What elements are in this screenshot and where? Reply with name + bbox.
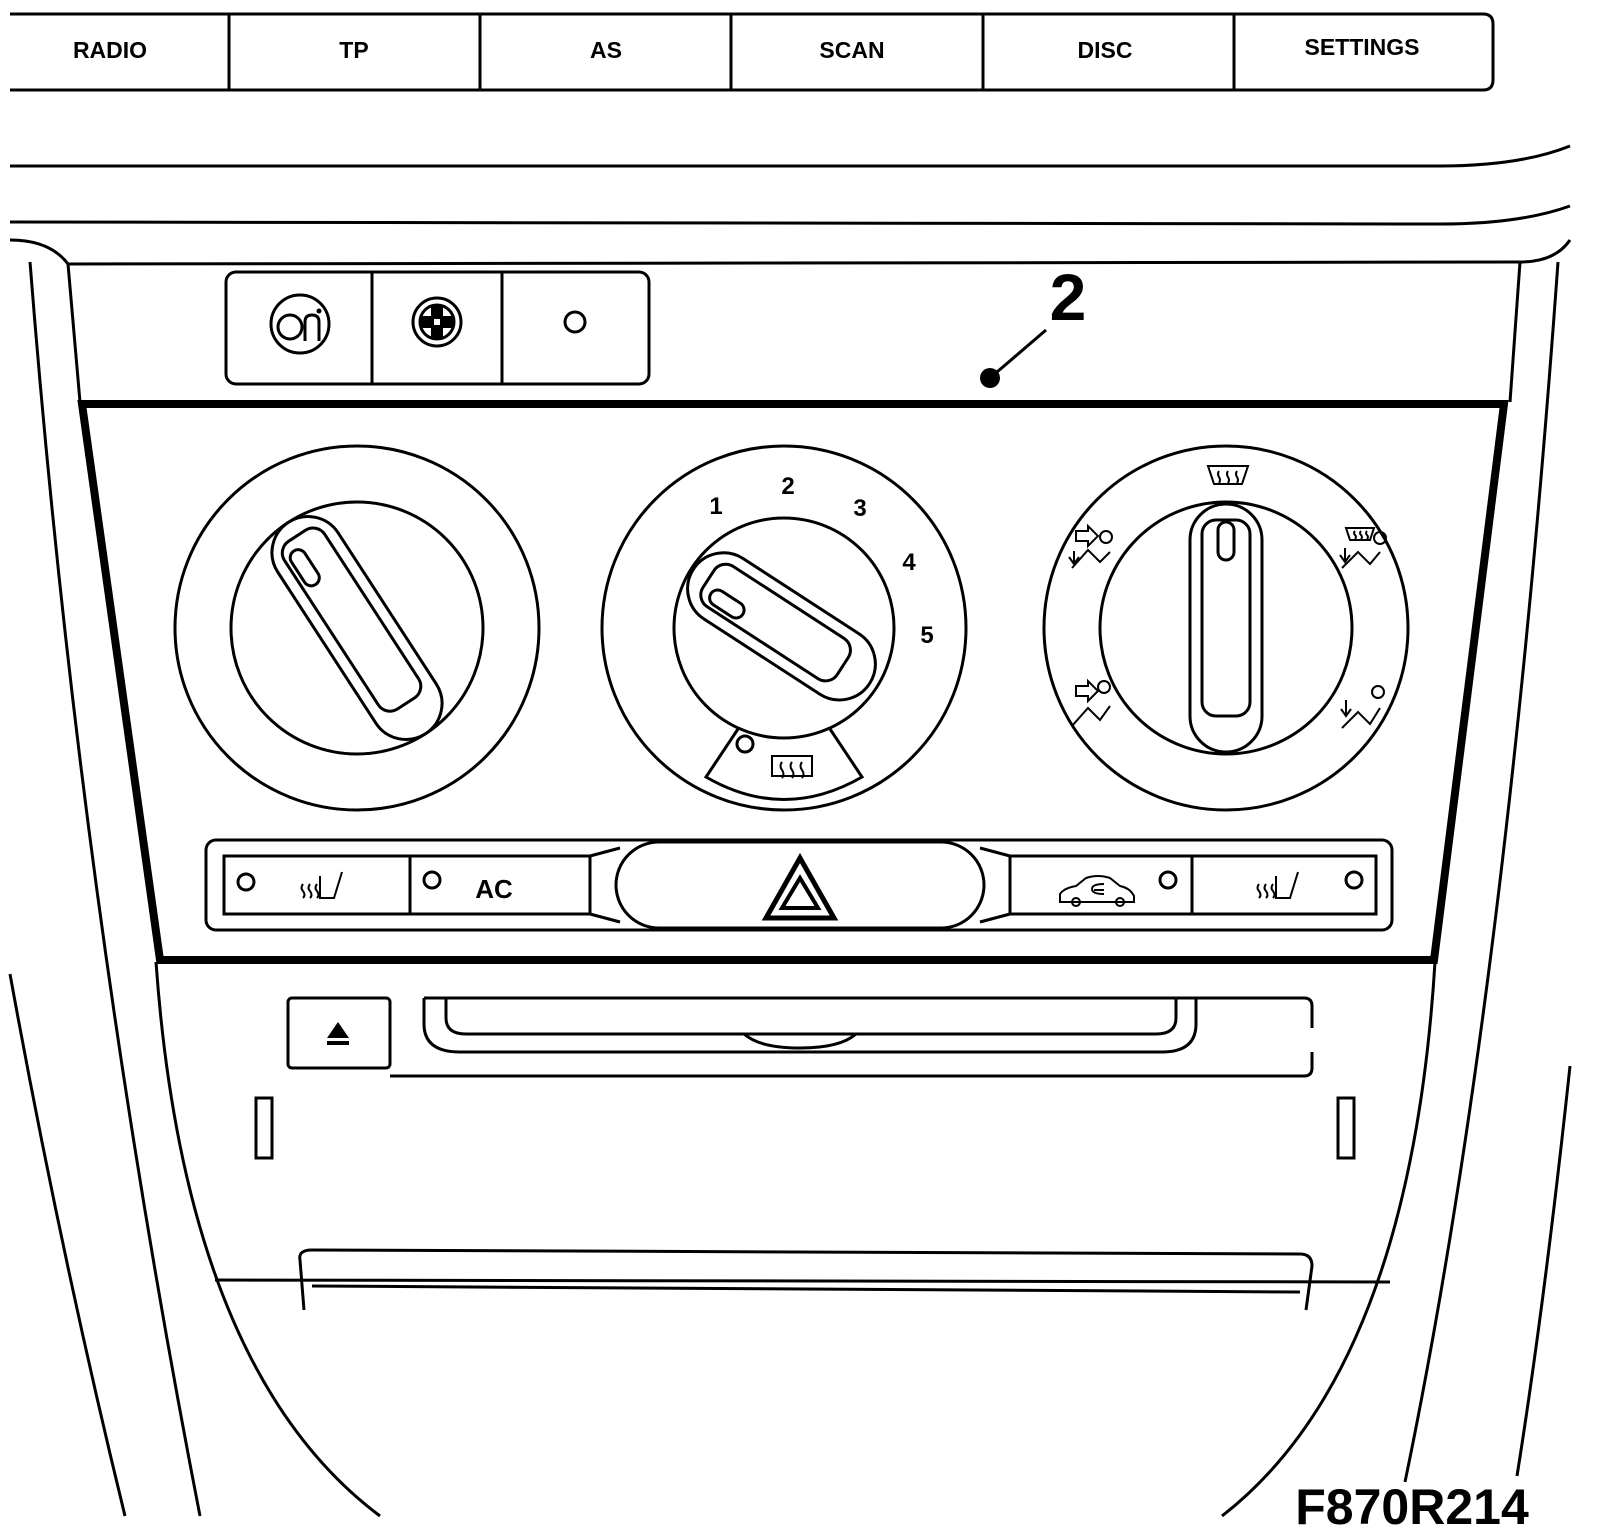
disc-button[interactable]: DISC [983,14,1234,90]
storage-tray [214,1248,1391,1311]
fan-speed-5: 5 [920,622,933,649]
fan-speed-knob[interactable]: 1 2 3 4 5 [600,444,968,812]
tp-button[interactable]: TP [229,14,480,90]
recirculation-icon [1059,875,1135,907]
seat-heater-left-button[interactable] [224,856,410,914]
seat-heater-left-icon [300,871,343,899]
callout-2: 2 [980,260,1086,388]
body-vent-icon [1071,678,1111,727]
disc-slot-area [286,996,1314,1078]
face-vent-icon [1068,523,1113,569]
scan-button[interactable]: SCAN [731,14,983,90]
eject-button[interactable] [286,996,392,1070]
assist-cross-icon [411,296,463,348]
bottom-button-strip: AC [204,838,1394,932]
tp-button-label: TP [339,37,368,63]
floor-vent-icon [1340,685,1385,729]
callout-number: 2 [1050,260,1087,334]
hazard-warning-icon [761,852,839,921]
fan-speed-1: 1 [709,493,722,520]
ac-button[interactable]: AC [410,856,590,914]
settings-button-label: SETTINGS [1304,34,1419,60]
windshield-defrost-icon [1206,465,1250,485]
onstar-button[interactable] [226,272,372,384]
indicator-led-icon [563,310,587,334]
small-button-cluster [224,270,651,386]
dashboard-outline [8,144,1572,1518]
left-mounting-tab [254,1096,274,1160]
seat-heater-left-led [236,872,256,892]
onstar-icon [269,293,331,355]
climate-control-panel: 1 2 3 4 5 [77,400,1509,964]
settings-button[interactable]: SETTINGS [1234,14,1493,90]
radio-button-strip: RADIO TP AS SCAN DISC SETTINGS [10,12,1495,92]
ac-label: AC [475,874,513,904]
fan-speed-3: 3 [853,495,866,522]
seat-heater-right-icon [1256,871,1299,899]
assist-button[interactable] [372,272,502,384]
seat-heater-right-button[interactable] [1192,856,1376,914]
indicator-button[interactable] [502,272,649,384]
floor-defrost-icon [1339,527,1387,569]
fan-speed-4: 4 [902,549,916,576]
air-distribution-knob[interactable] [1042,444,1410,812]
fan-speed-2: 2 [781,473,794,500]
disc-slot[interactable] [422,998,1198,1054]
radio-button[interactable]: RADIO [10,14,229,90]
figure-code: F870R214 [1295,1479,1529,1535]
seat-heater-right-led [1344,870,1364,890]
as-button[interactable]: AS [480,14,731,90]
hazard-button[interactable] [614,840,986,930]
eject-icon [327,1022,349,1045]
rear-window-defrost-icon [771,755,813,779]
radio-button-label: RADIO [73,37,147,63]
recirculation-led [1158,870,1178,890]
temperature-knob[interactable] [173,444,541,812]
as-button-label: AS [590,37,622,63]
ac-led [422,870,442,890]
scan-button-label: SCAN [819,37,884,63]
right-mounting-tab [1336,1096,1356,1160]
recirculation-button[interactable] [1010,856,1192,914]
disc-button-label: DISC [1078,37,1133,63]
